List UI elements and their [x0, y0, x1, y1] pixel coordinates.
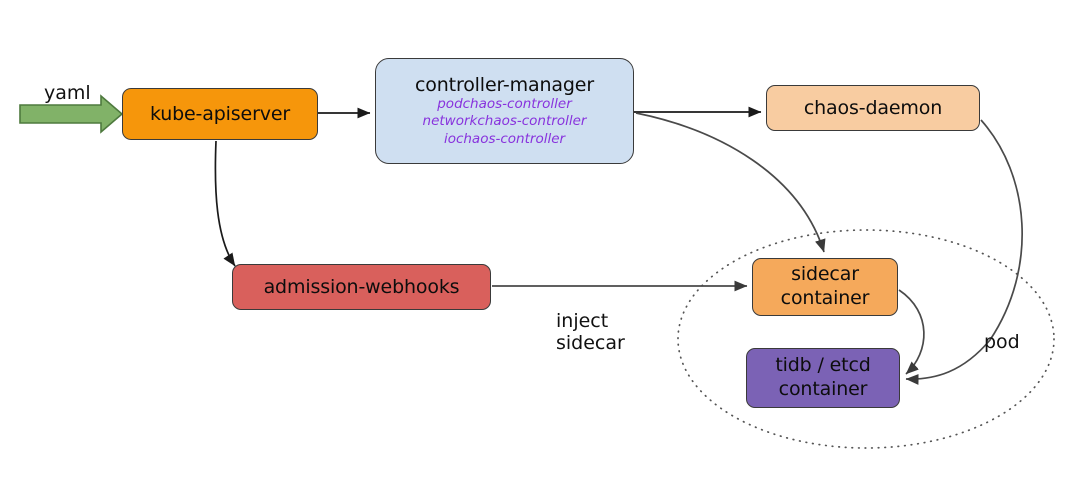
node-controller-manager-label: controller-manager — [415, 73, 594, 96]
yaml-block-arrow — [19, 94, 124, 134]
node-controller-manager[interactable]: controller-manager podchaos-controller n… — [375, 58, 634, 164]
edge-apiserver-to-webhooks — [214, 140, 236, 267]
node-kube-apiserver[interactable]: kube-apiserver — [122, 88, 318, 140]
node-sidecar-container-line1: sidecar — [791, 263, 859, 286]
node-chaos-daemon-label: chaos-daemon — [803, 96, 943, 119]
edge-controller-to-sidecar — [635, 112, 826, 253]
node-tidb-etcd-container-line2: container — [778, 378, 868, 400]
edge-sidecar-to-tidb — [898, 289, 925, 375]
edge-daemon-to-tidb — [905, 119, 1023, 385]
inject-sidecar-label: inject sidecar — [556, 310, 625, 355]
node-chaos-daemon[interactable]: chaos-daemon — [766, 85, 980, 131]
controller-networkchaos-label: networkchaos-controller — [422, 113, 587, 130]
node-admission-webhooks-label: admission-webhooks — [263, 275, 460, 298]
node-sidecar-container-line2: container — [780, 287, 870, 309]
pod-label: pod — [984, 331, 1020, 353]
node-sidecar-container[interactable]: sidecar container — [752, 258, 898, 316]
controller-podchaos-label: podchaos-controller — [437, 95, 572, 112]
node-tidb-etcd-container[interactable]: tidb / etcd container — [746, 348, 900, 408]
node-tidb-etcd-container-line1: tidb / etcd — [775, 354, 871, 377]
node-kube-apiserver-label: kube-apiserver — [149, 102, 291, 125]
controller-iochaos-label: iochaos-controller — [443, 130, 566, 147]
pod-boundary-ellipse — [677, 229, 1055, 449]
node-admission-webhooks[interactable]: admission-webhooks — [232, 264, 491, 310]
yaml-label: yaml — [44, 82, 91, 104]
